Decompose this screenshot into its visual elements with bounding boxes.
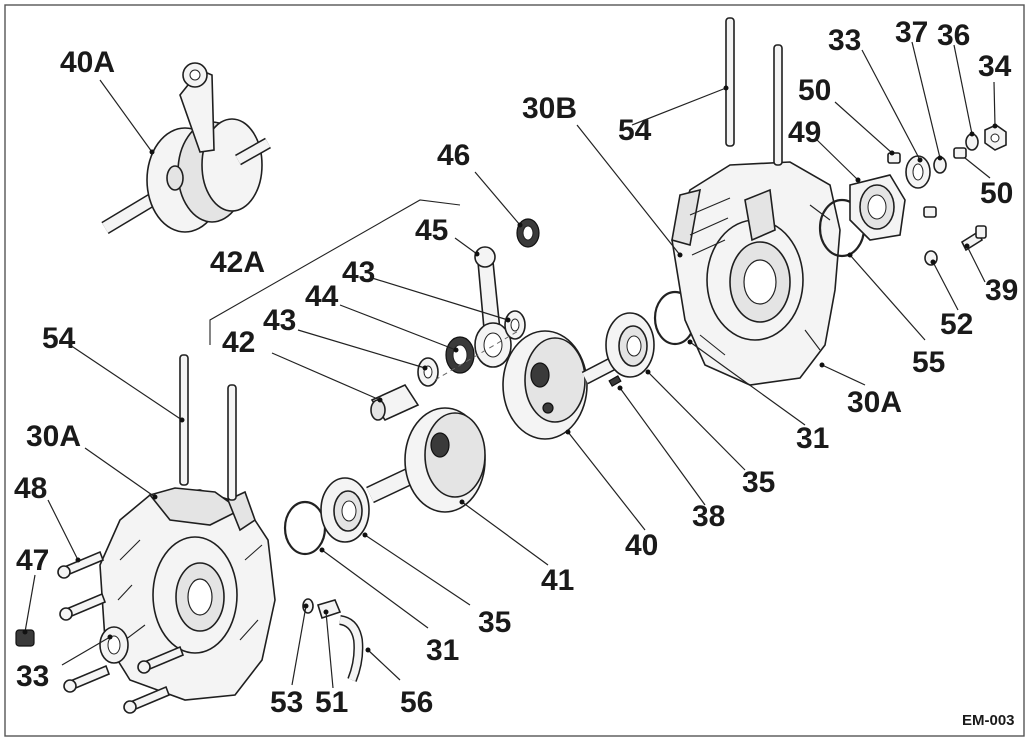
label-31-upper: 31	[796, 422, 829, 455]
label-40: 40	[625, 529, 658, 562]
label-39: 39	[985, 274, 1018, 307]
label-31-lower: 31	[426, 634, 459, 667]
part-bolts-48	[57, 550, 185, 714]
label-49: 49	[788, 116, 821, 149]
assembly-bracket-42a	[209, 199, 461, 345]
label-56: 56	[400, 686, 433, 719]
label-52: 52	[940, 308, 973, 341]
part-seal-33-left	[99, 626, 129, 664]
label-55: 55	[912, 346, 945, 379]
label-51: 51	[315, 686, 348, 719]
part-crank-half-40	[502, 330, 616, 440]
part-hose-56	[338, 615, 364, 682]
part-nut-34	[984, 124, 1007, 151]
label-46: 46	[437, 139, 470, 172]
part-crankcase-left-30a	[99, 487, 276, 701]
part-bearing-cover-49	[849, 174, 906, 241]
part-screw-50-lower	[923, 206, 937, 218]
label-33-left: 33	[16, 660, 49, 693]
part-bearing-35-lower	[320, 477, 370, 543]
part-bearing-35-upper	[605, 312, 655, 378]
label-34: 34	[978, 50, 1012, 83]
part-crankpin-42	[370, 383, 420, 422]
part-washer-43-left	[417, 357, 439, 387]
part-small-end-bearing-46	[516, 218, 540, 248]
label-36: 36	[937, 19, 970, 52]
part-key-38	[608, 375, 622, 387]
part-needle-bearing-44	[445, 336, 475, 374]
label-35-upper: 35	[742, 466, 775, 499]
label-43-lower: 43	[263, 304, 296, 337]
label-53: 53	[270, 686, 303, 719]
label-47: 47	[16, 544, 49, 577]
label-30b: 30B	[522, 92, 577, 125]
callout-labels: 40A 30B 54 33 37 36 34 50 49 50 46 45 42…	[14, 16, 1018, 729]
label-44: 44	[305, 280, 339, 313]
label-42: 42	[222, 326, 255, 359]
label-35-lower: 35	[478, 606, 511, 639]
label-48: 48	[14, 472, 47, 505]
part-seal-33-right	[905, 155, 931, 189]
part-fitting-51	[316, 599, 342, 620]
leader-lines	[22, 41, 998, 689]
label-54-top: 54	[618, 114, 652, 147]
label-40a: 40A	[60, 46, 115, 79]
part-stud-54-right	[725, 17, 783, 166]
part-crank-half-41	[366, 407, 486, 513]
label-54-left: 54	[42, 322, 76, 355]
label-45: 45	[415, 214, 448, 247]
label-42a: 42A	[210, 246, 265, 279]
part-conrod-45	[474, 246, 512, 368]
part-crankcase-right-30b	[671, 161, 841, 386]
label-37: 37	[895, 16, 928, 49]
label-50-top: 50	[798, 74, 831, 107]
label-41: 41	[541, 564, 574, 597]
label-30a-left: 30A	[26, 420, 81, 453]
part-screw-50-top	[887, 147, 967, 164]
diagram-code: EM-003	[962, 712, 1015, 729]
assembly-axis-dashed	[434, 329, 521, 381]
label-33-top: 33	[828, 24, 861, 57]
part-washer-43-right	[504, 310, 526, 340]
label-38: 38	[692, 500, 725, 533]
label-30a-right: 30A	[847, 386, 902, 419]
label-43-upper: 43	[342, 256, 375, 289]
label-50-right: 50	[980, 177, 1013, 210]
part-crankshaft-assembly-40a	[101, 62, 271, 235]
